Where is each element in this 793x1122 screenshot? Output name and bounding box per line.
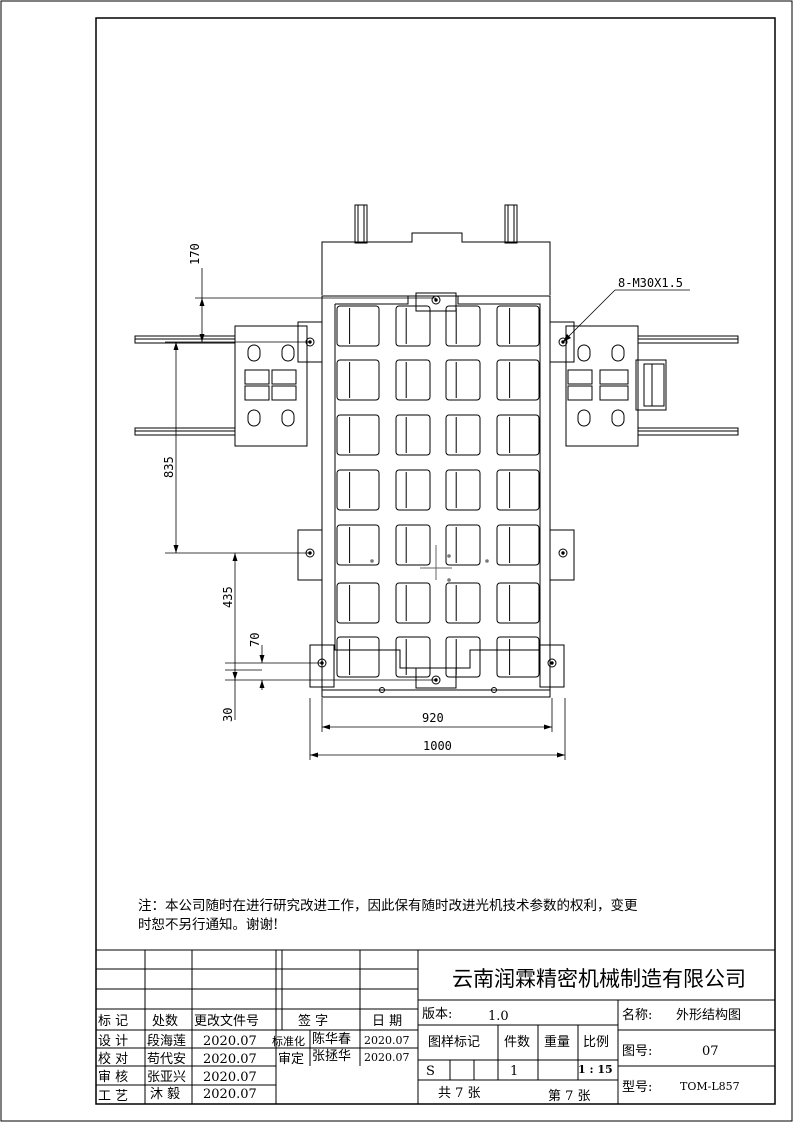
hdr-doc: 更改文件号 [194,1014,259,1029]
table-pocket [336,305,380,347]
note-line-2: 时恕不另行通知。谢谢! [138,917,279,933]
table-pocket [336,582,380,624]
sheet-number: 第 7 张 [548,1089,591,1104]
note-line-1: 注：本公司随时在进行研究改进工作，因此保有随时改进光机技术参数的权利，变更 [138,898,638,914]
table-pocket [395,414,431,456]
std-date: 2020.07 [364,1034,410,1047]
table-pocket [445,636,481,678]
row-review-date: 2020.07 [203,1070,257,1085]
scale-value: 1 : 15 [578,1063,613,1076]
hdr-sign: 签 字 [298,1013,328,1029]
table-pocket [336,414,380,456]
row-design-name: 段海莲 [147,1034,186,1049]
table-pocket [395,524,431,566]
hdr-count: 处数 [152,1014,178,1029]
dim-1000: 1000 [423,739,452,753]
table-pocket [395,359,431,401]
row-check-role: 校 对 [98,1051,128,1067]
total-sheets: 共 7 张 [438,1086,481,1101]
row-design-role: 设 计 [98,1034,128,1049]
dim-835: 835 [162,456,176,478]
disclaimer-note: 注：本公司随时在进行研究改进工作，因此保有随时改进光机技术参数的权利，变更 时恕… [138,897,728,935]
hdr-pieces: 件数 [504,1035,530,1050]
title-block-grid [96,949,775,1104]
hdr-scale: 比例 [583,1035,609,1050]
dimension-arrows [173,298,571,758]
bolt-holes [305,295,568,685]
table-pocket [496,582,540,624]
std-name: 陈华春 [312,1031,351,1047]
row-check-name: 苟代安 [147,1052,186,1067]
row-process-name: 沐 毅 [150,1086,180,1102]
table-pocket [336,636,380,678]
name-value: 外形结构图 [676,1008,741,1023]
table-pocket [445,305,481,347]
dim-30: 30 [221,708,235,722]
hdr-sample: 图样标记 [428,1035,480,1050]
row-process-role: 工 艺 [98,1089,128,1104]
company-name: 云南润霖精密机械制造有限公司 [452,967,746,991]
table-pockets [336,305,540,678]
center-mark [370,545,489,582]
dimension-lines [165,268,690,760]
drawing-frame [95,17,776,1105]
thread-callout: 8-M30X1.5 [618,276,683,290]
name-label: 名称: [622,1007,652,1023]
hdr-date: 日 期 [372,1014,402,1029]
drawing-no-value: 07 [702,1044,719,1059]
table-pocket [496,469,540,511]
table-pocket [395,469,431,511]
row-process-date: 2020.07 [203,1087,257,1102]
approve-name: 张拯华 [312,1049,351,1064]
table-pocket [336,359,380,401]
table-pocket [496,524,540,566]
table-pocket [496,636,540,678]
table-pocket [395,582,431,624]
table-pocket [445,359,481,401]
row-review-name: 张亚兴 [147,1070,186,1085]
table-pocket [395,305,431,347]
row-check-date: 2020.07 [203,1052,257,1067]
dim-170: 170 [188,243,202,265]
table-pocket [496,305,540,347]
table-pocket [395,636,431,678]
drawing-no-label: 图号: [622,1044,652,1059]
version-value: 1.0 [488,1009,509,1024]
table-pocket [445,469,481,511]
model-value: TOM-L857 [680,1080,740,1093]
row-review-role: 审 核 [98,1070,128,1085]
table-pocket [496,414,540,456]
approve-label: 审定 [278,1052,304,1067]
row-design-date: 2020.07 [203,1034,257,1049]
hdr-mark: 标 记 [98,1014,128,1029]
table-pocket [445,582,481,624]
std-label: 标准化 [272,1034,305,1048]
dim-70: 70 [248,633,262,647]
table-pocket [336,524,380,566]
sample-value: S [426,1064,435,1079]
table-pocket [445,524,481,566]
hdr-weight: 重量 [544,1034,570,1050]
dim-435: 435 [221,586,235,608]
dim-920: 920 [422,711,444,725]
version-label: 版本: [422,1007,452,1022]
approve-date: 2020.07 [364,1051,410,1064]
table-pocket [336,469,380,511]
pieces-value: 1 [510,1064,518,1079]
model-label: 型号: [622,1080,652,1095]
table-pocket [445,414,481,456]
table-pocket [496,359,540,401]
